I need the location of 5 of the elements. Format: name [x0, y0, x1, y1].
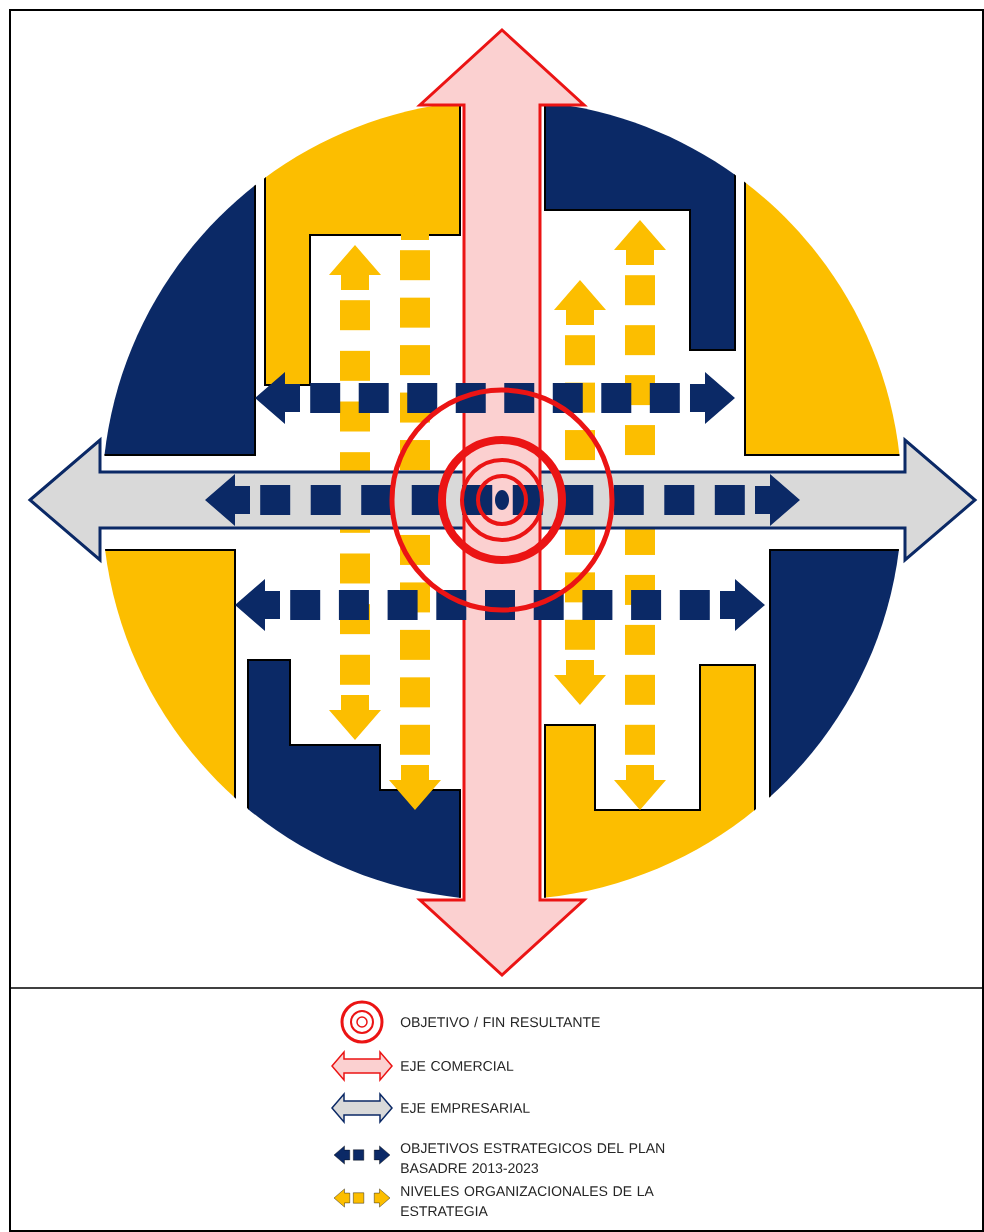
- legend-text: OBJETIVOS ESTRATEGICOS DEL PLAN BASADRE 2013-2023: [400, 1143, 665, 1174]
- legend-text: NIVELES ORGANIZACIONALES DE LA ESTRATEGIA: [401, 1186, 654, 1217]
- legend-text: EJE EMPRESARIAL: [401, 1103, 530, 1113]
- legend-text: OBJETIVO / FIN RESULTANTE: [400, 1016, 600, 1028]
- legend-text: EJE COMERCIAL: [401, 1061, 514, 1071]
